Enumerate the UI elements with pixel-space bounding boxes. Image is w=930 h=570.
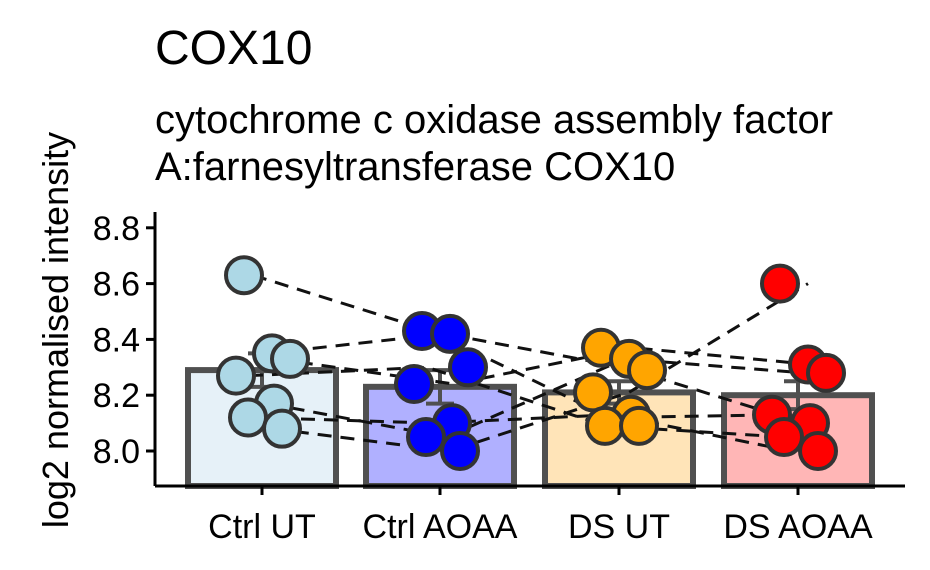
point-1-3 xyxy=(394,364,434,405)
point-2-2 xyxy=(627,350,667,391)
pair-line-0 xyxy=(252,273,790,420)
point-0-6 xyxy=(262,408,302,449)
y-tick-label-3: 8.6 xyxy=(93,266,140,304)
point-2-5 xyxy=(585,405,625,446)
point-3-0 xyxy=(760,263,800,304)
y-axis-title: log2 normalised intensity xyxy=(35,132,76,528)
x-tick-label-1: Ctrl AOAA xyxy=(363,508,518,546)
pair-line-5 xyxy=(254,413,792,453)
y-tick-label-4: 8.8 xyxy=(93,210,140,248)
chart-subtitle-line-1: cytochrome c oxidase assembly factor xyxy=(155,98,833,142)
y-tick-label-2: 8.4 xyxy=(93,321,140,359)
point-2-3 xyxy=(573,372,613,413)
point-1-5 xyxy=(406,417,446,458)
chart-title: COX10 xyxy=(155,22,312,75)
point-1-6 xyxy=(440,431,480,471)
point-0-2 xyxy=(270,338,310,379)
point-2-6 xyxy=(619,405,659,446)
point-0-3 xyxy=(216,355,256,396)
point-3-5 xyxy=(764,417,804,458)
chart-subtitle-line-2: A:farnesyltransferase COX10 xyxy=(155,145,675,189)
x-tick-label-0: Ctrl UT xyxy=(208,508,316,546)
pair-line-4 xyxy=(267,357,805,439)
point-0-0 xyxy=(224,255,264,296)
y-tick-label-1: 8.2 xyxy=(93,377,140,415)
point-3-2 xyxy=(806,352,846,393)
y-tick-label-0: 8.0 xyxy=(93,433,140,471)
point-0-5 xyxy=(228,397,268,438)
x-tick-label-3: DS AOAA xyxy=(723,508,873,546)
point-1-2 xyxy=(448,347,488,388)
point-1-1 xyxy=(430,313,470,354)
pair-line-6 xyxy=(271,282,809,453)
x-tick-label-2: DS UT xyxy=(568,508,670,546)
point-3-6 xyxy=(798,431,838,471)
